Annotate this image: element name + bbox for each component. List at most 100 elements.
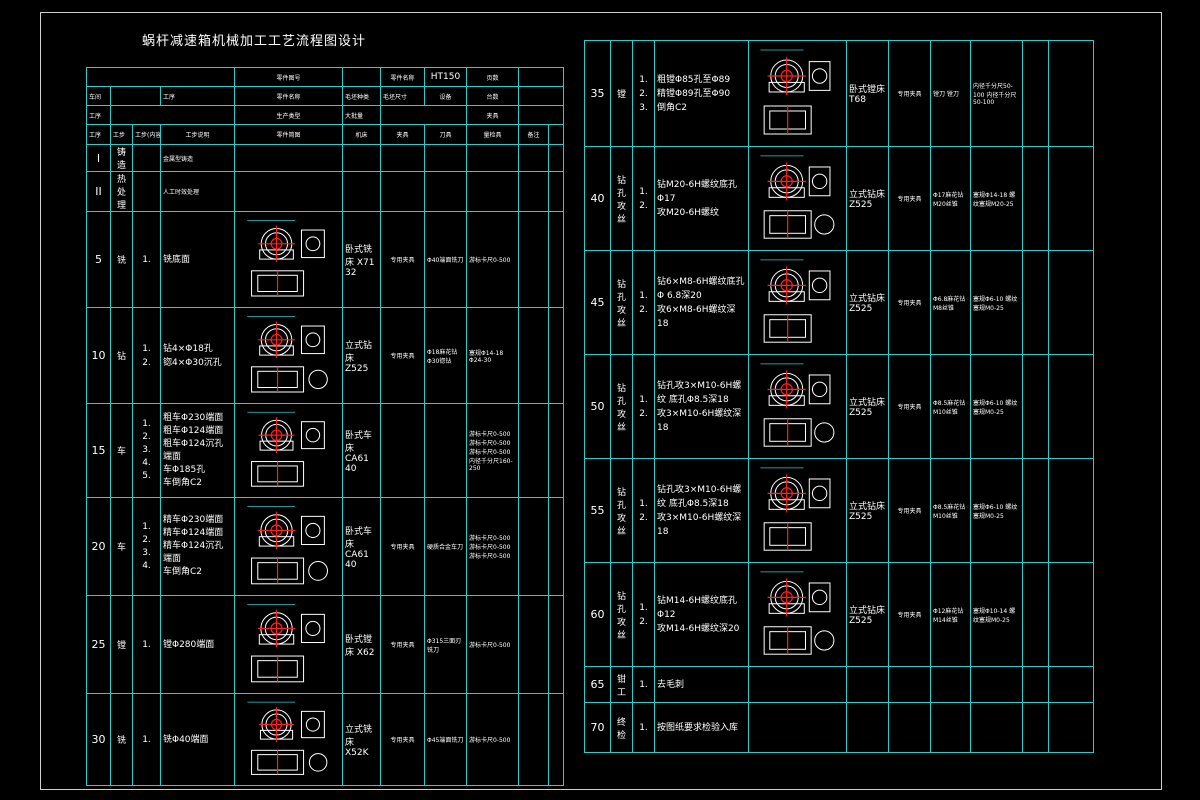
step-numbers: 1. bbox=[132, 693, 161, 786]
drawing-title: 蜗杆减速箱机械加工工艺流程图设计 bbox=[142, 34, 367, 49]
col-gauge: 量检具 bbox=[466, 124, 519, 145]
machine-cell: 卧式镗床 T68 bbox=[846, 40, 889, 147]
col-step-content: 工步(内容) bbox=[132, 124, 161, 145]
col-sketch: 零件简图 bbox=[234, 124, 343, 145]
header-process-3: 工序 bbox=[86, 105, 111, 125]
process-number: 5 bbox=[86, 211, 111, 308]
line-text: 2. bbox=[142, 357, 151, 368]
sketch-cell bbox=[234, 211, 343, 308]
side-bore bbox=[305, 235, 321, 251]
line-text: 1. bbox=[639, 602, 648, 613]
note-cell bbox=[518, 211, 549, 308]
line-text: 3. bbox=[142, 547, 151, 558]
line-text: 3. bbox=[639, 102, 648, 113]
process-type: 镗 bbox=[110, 595, 133, 694]
tool-cell: Φ8.5麻花钻 M10丝锥 bbox=[930, 354, 971, 459]
line-text: 倒角C2 bbox=[657, 102, 688, 113]
step-descriptions: 金属型铸造 bbox=[160, 144, 235, 172]
line-text: 2. bbox=[639, 616, 648, 627]
bore-centerline bbox=[258, 224, 295, 296]
line-text: 粗车Φ124沉孔端面 bbox=[163, 438, 224, 462]
side-bore bbox=[811, 485, 828, 501]
line-text: 1. bbox=[639, 186, 648, 197]
blank-cell bbox=[1048, 702, 1094, 753]
fixture-cell bbox=[888, 666, 931, 703]
blank-cell bbox=[1048, 666, 1094, 703]
bore-centerline bbox=[257, 609, 296, 682]
col-fixture: 夹具 bbox=[380, 124, 425, 145]
fixture-cell: 专用夹具 bbox=[888, 250, 931, 355]
tool-cell: Φ45端面铣刀 bbox=[424, 693, 467, 786]
side-view bbox=[300, 710, 325, 738]
process-type: 钻孔 攻丝 bbox=[610, 562, 633, 667]
gauge-cell: 塞规Φ14-18 螺纹塞规M20-25 bbox=[970, 146, 1023, 251]
bore-centerline bbox=[767, 161, 806, 238]
line-text: 2. bbox=[639, 512, 648, 523]
gauge-cell: 游标卡尺0-500 bbox=[466, 693, 519, 786]
machine-cell: 立式钻床 Z525 bbox=[846, 146, 889, 251]
sketch-body bbox=[251, 419, 325, 487]
part-sketch bbox=[760, 258, 831, 343]
aux-view bbox=[814, 421, 835, 443]
step-numbers: 1. bbox=[132, 211, 161, 308]
blank-cell bbox=[1048, 40, 1094, 147]
bore-centerline bbox=[258, 416, 295, 486]
process-number: 60 bbox=[584, 562, 611, 667]
header-part-name-2: 零件名称 bbox=[234, 86, 343, 106]
sketch-cell bbox=[748, 458, 847, 563]
process-number: 20 bbox=[86, 497, 111, 596]
line-text: 精车Φ124端面 bbox=[163, 528, 224, 538]
blank-cell bbox=[1048, 250, 1094, 355]
gauge-cell bbox=[466, 144, 519, 172]
header-pages: 页数 bbox=[466, 67, 519, 87]
part-sketch bbox=[247, 411, 325, 487]
tool-cell: Φ6.8麻花钻 M8丝锥 bbox=[930, 250, 971, 355]
line-text: 铣底面 bbox=[163, 254, 191, 265]
machine-cell: 卧式车床 CA61 40 bbox=[342, 403, 381, 498]
process-type: 车 bbox=[110, 403, 133, 498]
line-text: 精车Φ230端面 bbox=[163, 515, 224, 525]
machine-cell bbox=[846, 702, 889, 753]
blank-cell bbox=[548, 211, 564, 308]
tool-cell: 镗刀 镗刀 bbox=[930, 40, 971, 147]
sketch-body bbox=[763, 476, 831, 551]
line-text: 攻M14-6H螺纹深20 bbox=[657, 623, 740, 634]
line-text: 按图纸要求检验入库 bbox=[657, 722, 739, 733]
line-text: 镗Φ280端面 bbox=[163, 639, 215, 650]
side-bore bbox=[811, 173, 828, 189]
aux-view bbox=[308, 560, 329, 581]
side-view bbox=[300, 613, 325, 643]
blank-cell bbox=[1048, 458, 1094, 563]
gauge-cell: 塞规Φ6-10 螺纹塞规M0-25 bbox=[970, 458, 1023, 563]
line-text: 钻M14-6H螺纹底孔Φ12 bbox=[657, 595, 737, 620]
header-workshop: 车间 bbox=[86, 86, 111, 106]
line-text: 钻6×M8-6H螺纹底孔Φ 6.8深20 bbox=[657, 276, 745, 301]
col-step-desc: 工步说明 bbox=[160, 124, 235, 145]
line-text: 2. bbox=[639, 88, 648, 99]
header-row-3: 工序 生产类型 大批量 夹具 bbox=[86, 105, 564, 125]
side-view bbox=[808, 60, 831, 91]
sketch-cell bbox=[748, 702, 847, 753]
bore-centerline bbox=[767, 473, 806, 550]
side-bore bbox=[305, 427, 321, 442]
sketch-body bbox=[251, 611, 325, 682]
line-text: 2. bbox=[639, 200, 648, 211]
side-bore bbox=[811, 589, 828, 605]
gauge-cell: 塞规Φ14-18 Φ24-30 bbox=[466, 307, 519, 404]
line-text: 车Φ185孔 bbox=[163, 464, 206, 475]
note-cell bbox=[1022, 458, 1049, 563]
aux-view bbox=[308, 752, 328, 772]
header-production-type: 生产类型 bbox=[234, 105, 343, 125]
